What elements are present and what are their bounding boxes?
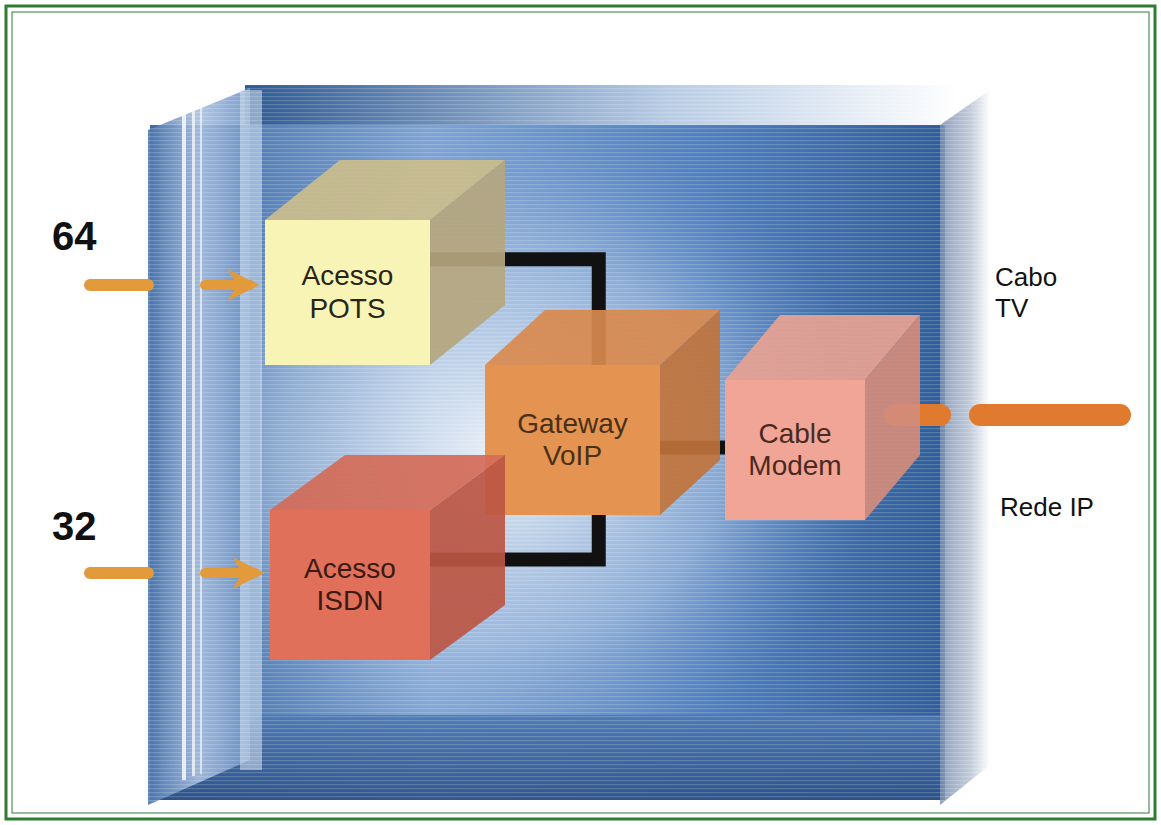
box-faces <box>725 315 920 520</box>
cable-line <box>980 404 1120 426</box>
box-side <box>430 160 505 365</box>
box-front <box>270 510 430 660</box>
frame <box>6 6 1155 819</box>
side-label: Rede IP <box>1000 492 1094 523</box>
scanline-texture <box>148 85 990 805</box>
box-side <box>660 310 720 515</box>
box-label: Acesso POTS <box>279 260 416 324</box>
frame <box>12 12 1149 813</box>
channel-count: 64 <box>52 212 97 260</box>
input-line <box>90 567 148 579</box>
box-front <box>725 380 865 520</box>
box-label: Cable Modem <box>739 418 851 482</box>
box-label: Gateway VoIP <box>499 408 646 472</box>
box-side <box>865 315 920 520</box>
process-box: Cable Modem <box>725 380 865 520</box>
channel-count: 32 <box>52 502 97 550</box>
process-box: Gateway VoIP <box>485 365 660 515</box>
input-arrow <box>205 280 250 290</box>
input-arrow <box>205 568 255 578</box>
box-label: Acesso ISDN <box>284 553 416 617</box>
box-side <box>430 455 505 660</box>
process-box: Acesso POTS <box>265 220 430 365</box>
input-line <box>90 279 148 291</box>
side-label: Cabo TV <box>995 262 1065 324</box>
box-front <box>265 220 430 365</box>
process-box: Acesso ISDN <box>270 510 430 660</box>
box-front <box>485 365 660 515</box>
